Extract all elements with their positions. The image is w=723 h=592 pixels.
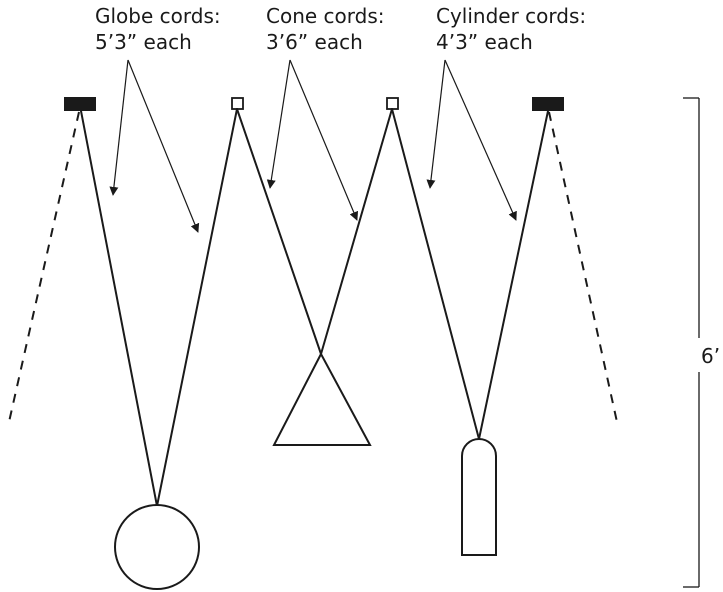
cone-pendant bbox=[272, 351, 372, 446]
cylinder-cord-left bbox=[391, 108, 480, 440]
cylinder-callout-length: 4’3” each bbox=[436, 30, 533, 54]
globe-cord-left bbox=[80, 110, 158, 507]
globe-callout-title: Globe cords: bbox=[95, 4, 221, 28]
cylinder-arrow-right bbox=[444, 59, 517, 221]
cylinder-cord-right bbox=[478, 110, 549, 440]
cone-arrow-right bbox=[289, 59, 359, 221]
cords bbox=[80, 108, 549, 507]
height-dimension-label: 6’ bbox=[701, 344, 720, 368]
cylinder-callout-title: Cylinder cords: bbox=[436, 4, 586, 28]
cylinder-arrow-left bbox=[426, 59, 446, 189]
left-hook bbox=[231, 97, 244, 110]
left-dashed-guide bbox=[8, 111, 80, 423]
cylinder-pendant bbox=[461, 438, 497, 556]
cone-callout-title: Cone cords: bbox=[266, 4, 385, 28]
right-dashed-guide bbox=[548, 111, 618, 423]
cone-cord-right bbox=[320, 108, 393, 355]
cone-arrow-left bbox=[266, 59, 291, 189]
globe-pendant bbox=[114, 504, 200, 590]
height-dimension: 6’ bbox=[683, 97, 720, 588]
dimension-label-backdrop bbox=[691, 338, 707, 372]
globe-cord-right bbox=[156, 108, 238, 507]
callout-arrows bbox=[109, 59, 517, 233]
right-ceiling-mount bbox=[532, 97, 564, 111]
globe-callout-length: 5’3” each bbox=[95, 30, 192, 54]
globe-arrow-left bbox=[109, 59, 129, 196]
left-ceiling-mount bbox=[64, 97, 96, 111]
right-hook bbox=[386, 97, 399, 110]
cone-callout-length: 3’6” each bbox=[266, 30, 363, 54]
globe-arrow-right bbox=[127, 59, 200, 233]
cone-cord-left bbox=[236, 108, 322, 355]
